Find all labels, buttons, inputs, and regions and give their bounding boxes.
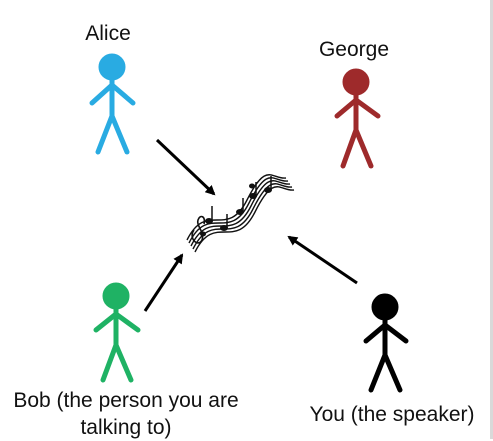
you-right-arm	[382, 322, 409, 344]
alice-left-leg	[95, 113, 115, 155]
george-label: George	[318, 38, 390, 61]
you-left-arm	[363, 322, 388, 344]
bob-label: Bob (the person you are talking to)	[13, 389, 239, 439]
bob-head	[102, 282, 130, 310]
you-figure	[363, 293, 409, 393]
alice-left-arm	[89, 82, 115, 106]
you-right-leg	[382, 352, 403, 393]
bob-left-arm	[93, 311, 119, 333]
bob-figure	[93, 282, 141, 383]
bob-right-leg	[113, 342, 134, 383]
george-right-leg	[353, 127, 374, 169]
alice-label: Alice	[85, 22, 131, 45]
george-right-arm	[353, 97, 381, 119]
alice-head	[98, 53, 126, 81]
arrow-bob-to-music	[143, 253, 184, 312]
bob-right-arm	[113, 311, 141, 333]
you-head	[371, 293, 399, 321]
arrow-you-to-music	[287, 235, 358, 285]
george-left-arm	[334, 97, 359, 119]
music-notes-icon	[186, 174, 295, 253]
alice-figure	[89, 53, 136, 155]
you-left-leg	[368, 352, 388, 393]
you-label: You (the speaker)	[309, 403, 475, 426]
bob-left-leg	[100, 342, 119, 383]
george-left-leg	[340, 127, 359, 169]
right-border-line	[490, 0, 493, 439]
alice-right-leg	[109, 113, 130, 155]
george-figure	[334, 68, 381, 169]
george-head	[342, 68, 370, 96]
alice-right-arm	[109, 82, 136, 106]
arrow-alice-to-music	[155, 138, 216, 196]
